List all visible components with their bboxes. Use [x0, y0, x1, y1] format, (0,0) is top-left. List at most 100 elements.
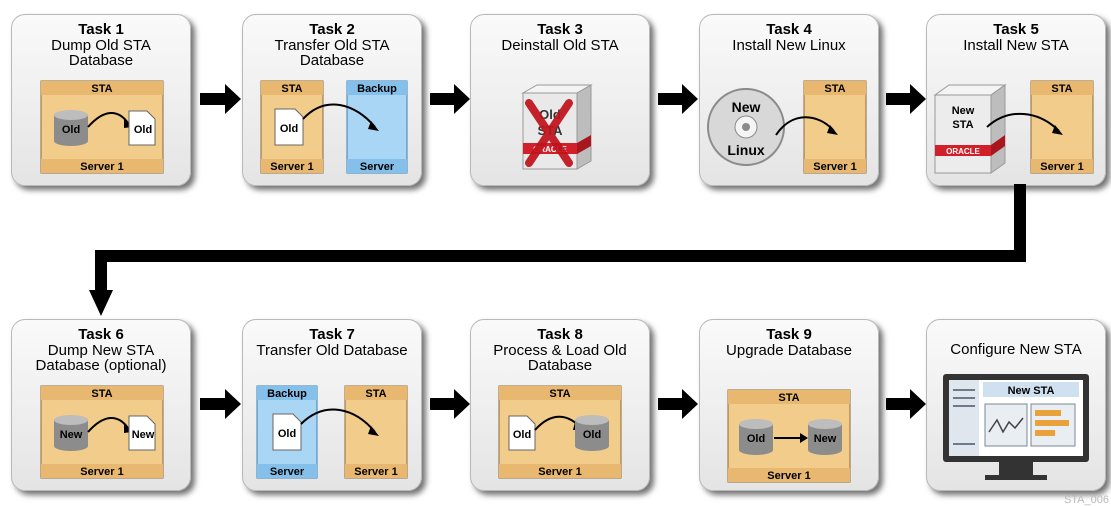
task-description: Configure New STA: [950, 341, 1082, 358]
backup-footer: Server: [360, 161, 395, 173]
document-file: [128, 110, 156, 146]
task-description: Process & Load Old Database: [493, 342, 627, 374]
task-description: Transfer Old Database: [256, 342, 408, 359]
arrow-right-1: [200, 84, 241, 114]
transfer-arrow: [87, 417, 129, 433]
task-title: Task 9: [766, 326, 812, 343]
task-title: Task 7: [309, 326, 355, 343]
task-5-card: Task 5 Install New STA ORACLE New STA ST…: [926, 14, 1106, 186]
task-description: Upgrade Database: [726, 342, 852, 359]
server-header: STA: [91, 83, 112, 95]
database-dump-icon: STA Server 1 New New: [40, 385, 164, 479]
server-header: STA: [778, 392, 799, 404]
task-title: Task 6: [78, 326, 124, 343]
database-cylinder-old: [739, 419, 773, 455]
arrow-right-2: [430, 84, 470, 114]
server-header: STA: [549, 388, 570, 400]
box-label-new: New: [952, 105, 975, 117]
server-header: STA: [1051, 83, 1072, 95]
oracle-logo: ORACLE: [946, 147, 980, 156]
server-footer: Server 1: [1040, 161, 1083, 173]
document-file: [128, 415, 156, 451]
box-label-sta: STA: [952, 119, 973, 131]
disc-label-linux: Linux: [727, 142, 765, 158]
task-title: Task 3: [537, 21, 583, 38]
database-transfer-icon: Backup Server STA Server 1 Old: [256, 385, 408, 479]
server-footer: Server 1: [354, 466, 397, 478]
server-header: STA: [281, 83, 302, 95]
task-title: Task 1: [78, 21, 124, 38]
server-footer: Server 1: [80, 161, 123, 173]
task-8-card: Task 8 Process & Load Old Database STA S…: [470, 319, 650, 491]
db-label: Old: [62, 124, 80, 136]
figure-id: STA_006: [1063, 494, 1109, 506]
database-transfer-icon: STA Server 1 Backup Server Old: [260, 80, 408, 174]
linux-disc-install-icon: New Linux STA Server 1: [707, 80, 867, 174]
server-header: STA: [824, 83, 845, 95]
install-arrow: [986, 113, 1060, 132]
document-file: [272, 413, 302, 451]
arrow-right-3: [658, 84, 698, 114]
arrow-right-7: [658, 389, 698, 419]
db-label: Old: [583, 429, 601, 441]
connector-arrow: [95, 184, 1026, 292]
database-upgrade-icon: STA Server 1 Old New: [727, 389, 851, 483]
server-header: STA: [365, 388, 386, 400]
file-label: New: [132, 429, 155, 441]
document-file: [508, 415, 536, 451]
database-dump-icon: STA Server 1 Old Old: [40, 80, 164, 174]
transfer-arrow: [300, 408, 376, 433]
backup-header: Backup: [267, 388, 307, 400]
task-7-card: Task 7 Transfer Old Database Backup Serv…: [242, 319, 422, 491]
file-label: Old: [134, 124, 152, 136]
transfer-arrow: [302, 103, 376, 128]
monitor-config-icon: New STA: [943, 374, 1089, 480]
database-cylinder: [54, 110, 88, 146]
server-footer: Server 1: [80, 466, 123, 478]
arrow-right-6: [430, 389, 470, 419]
arrow-right-5: [200, 389, 241, 419]
database-cylinder: [575, 415, 609, 451]
arrow-down: [89, 290, 113, 316]
task-description: Dump Old STA Database: [51, 37, 151, 69]
task-description: Install New STA: [963, 37, 1069, 54]
task-title: Task 4: [766, 21, 812, 38]
task-description: Deinstall Old STA: [501, 37, 619, 54]
task-3-card: Task 3 Deinstall Old STA ORACLE Old STA: [470, 14, 650, 186]
disc-label-new: New: [732, 99, 761, 115]
chart-line: [988, 417, 1024, 434]
install-arrow: [775, 116, 835, 136]
software-box-install-icon: ORACLE New STA STA Server 1: [933, 80, 1094, 174]
oracle-logo: ORACLE: [533, 145, 567, 154]
server-footer: Server 1: [813, 161, 856, 173]
task-2-card: Task 2 Transfer Old STA Database STA Ser…: [242, 14, 422, 186]
server-footer: Server 1: [270, 161, 313, 173]
task-description: Dump New STA Database (optional): [35, 342, 167, 374]
task-1-card: Task 1 Dump Old STA Database STA Server …: [11, 14, 191, 186]
task-6-card: Task 6 Dump New STA Database (optional) …: [11, 319, 191, 491]
task-title: Task 8: [537, 326, 583, 343]
server-footer: Server 1: [538, 466, 581, 478]
task-4-card: Task 4 Install New Linux New Linux STA S…: [699, 14, 879, 186]
transfer-arrow: [87, 112, 129, 128]
database-cylinder-new: [808, 419, 842, 455]
task-description: Transfer Old STA Database: [274, 37, 390, 69]
screen-title: New STA: [1008, 385, 1055, 397]
task-title: Task 2: [309, 21, 355, 38]
server-header: STA: [91, 388, 112, 400]
backup-footer: Server: [270, 466, 305, 478]
file-label: Old: [278, 428, 296, 440]
document-file: [274, 108, 304, 146]
db-label: New: [60, 429, 83, 441]
backup-header: Backup: [357, 83, 397, 95]
database-load-icon: STA Server 1 Old Old: [498, 385, 622, 479]
db-label-old: Old: [747, 433, 765, 445]
arrow-right-4: [886, 84, 926, 114]
configure-card: Configure New STA New STA: [926, 319, 1106, 491]
file-label: Old: [280, 123, 298, 135]
task-9-card: Task 9 Upgrade Database STA Server 1 Old…: [699, 319, 879, 491]
file-label: Old: [513, 429, 531, 441]
software-box-deleted-icon: ORACLE Old STA: [521, 84, 593, 170]
task-description: Install New Linux: [732, 37, 846, 54]
